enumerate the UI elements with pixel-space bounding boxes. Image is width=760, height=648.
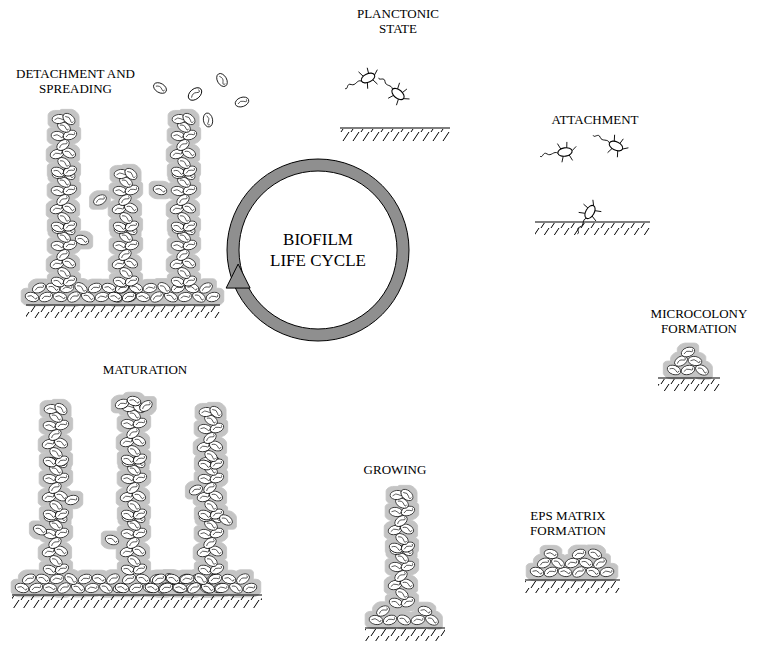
cycle-title: BIOFILM LIFE CYCLE <box>266 229 370 271</box>
stage-label: MICROCOLONY FORMATION <box>644 306 754 336</box>
substrate-surfaces <box>12 128 720 641</box>
planktonic-bacteria <box>341 64 413 109</box>
mature-biofilm <box>14 395 258 596</box>
stage-label: DETACHMENT AND SPREADING <box>8 66 143 96</box>
stage-label: PLANCTONIC STATE <box>343 6 453 36</box>
growing-biofilm <box>368 487 440 628</box>
microcolony-cells <box>666 345 711 377</box>
detaching-biofilm <box>24 111 221 305</box>
detached-cells <box>152 72 251 128</box>
cycle-arrowhead <box>226 264 250 288</box>
stage-label: MATURATION <box>90 362 200 377</box>
stage-label: EPS MATRIX FORMATION <box>518 508 618 538</box>
cycle-ring <box>226 158 410 342</box>
stage-label: GROWING <box>350 462 440 477</box>
cycle-circle: BIOFILM LIFE CYCLE <box>226 158 410 342</box>
eps-matrix-cells <box>529 547 615 580</box>
stage-label: ATTACHMENT <box>530 112 660 127</box>
